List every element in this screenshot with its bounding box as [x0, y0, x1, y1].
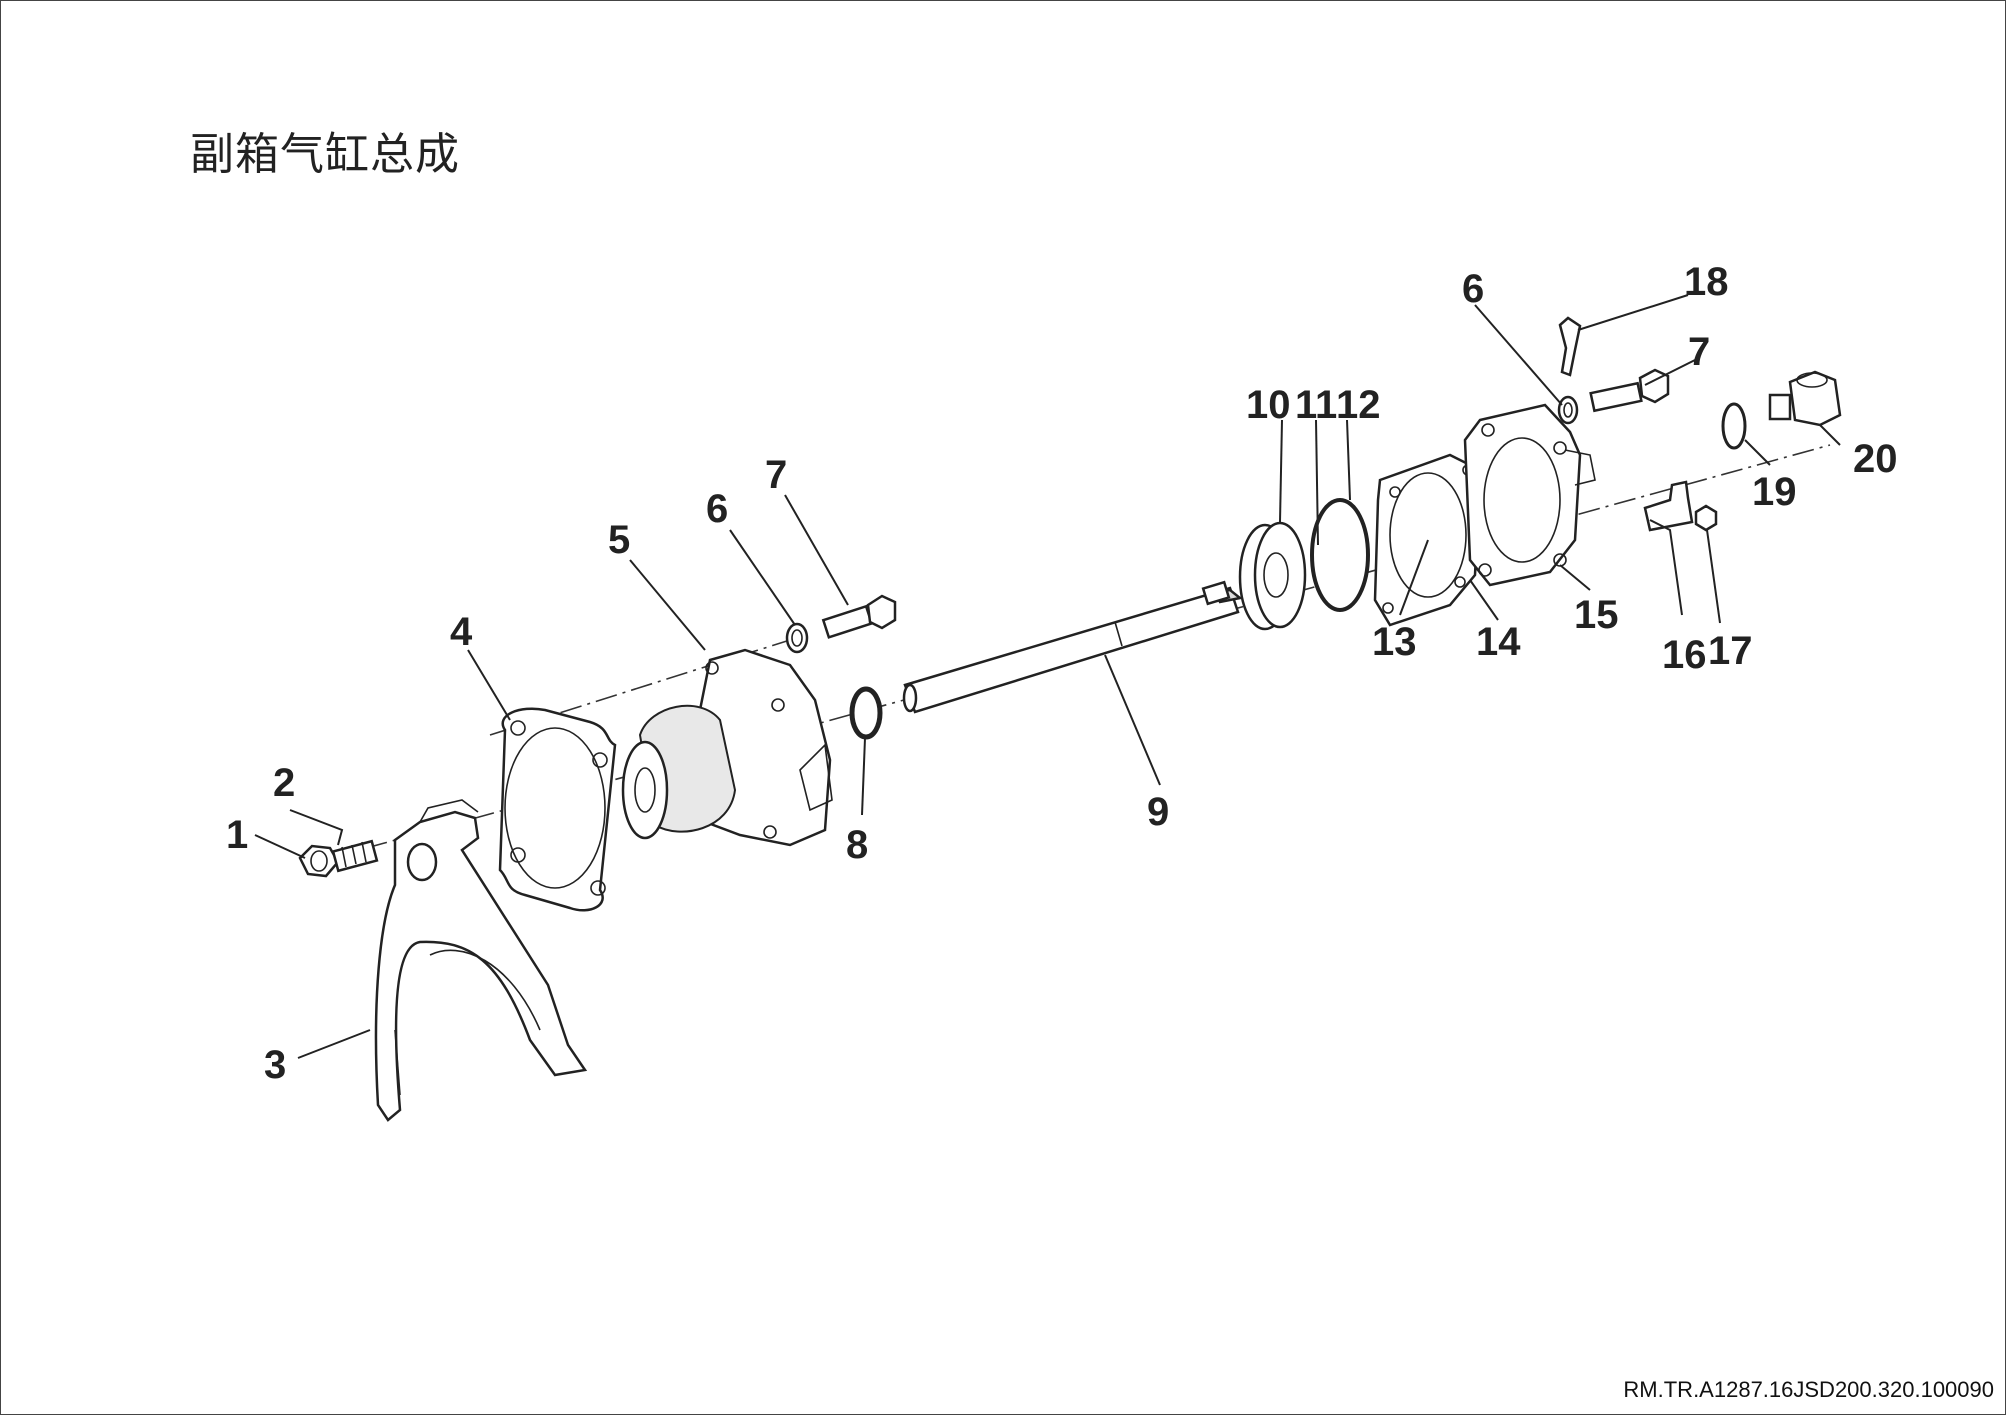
callout-14: 14 [1476, 620, 1521, 664]
part-7-bolt-right [1589, 368, 1670, 413]
callout-20: 20 [1853, 437, 1898, 481]
part-12-o-ring [1310, 498, 1370, 612]
part-18-elbow-fitting [1558, 316, 1582, 377]
part-6-washer-right [1557, 395, 1579, 425]
callout-5: 5 [608, 518, 630, 562]
callout-17: 17 [1708, 629, 1753, 673]
part-16-tee-fitting [1643, 480, 1694, 532]
callout-13: 13 [1372, 620, 1417, 664]
part-15-cylinder-cover [1463, 403, 1596, 587]
part-8-o-ring [849, 686, 883, 740]
callout-1: 1 [226, 813, 248, 857]
callout-7-right: 7 [1688, 330, 1710, 374]
part-19-o-ring [1721, 402, 1747, 450]
part-6-washer-left [785, 622, 809, 654]
callout-12: 12 [1336, 383, 1381, 427]
callout-16: 16 [1662, 633, 1707, 677]
callout-3: 3 [264, 1043, 286, 1087]
callout-8: 8 [846, 823, 868, 867]
callout-9: 9 [1147, 790, 1169, 834]
callout-19: 19 [1752, 470, 1797, 514]
diagram-title: 副箱气缸总成 [190, 129, 460, 180]
callout-7-left: 7 [765, 453, 787, 497]
document-code: RM.TR.A1287.16JSD200.320.100090 [1623, 1377, 1994, 1402]
callout-11: 11 [1295, 383, 1337, 427]
callout-15: 15 [1574, 593, 1619, 637]
part-9-piston-shaft [902, 580, 1243, 714]
part-17-plug [1694, 504, 1718, 532]
part-20-switch [1768, 370, 1842, 427]
part-3-shift-fork [374, 799, 588, 1122]
callout-6-right: 6 [1462, 267, 1484, 311]
callout-2: 2 [273, 761, 295, 805]
part-7-bolt-left [821, 594, 897, 639]
callout-10: 10 [1246, 383, 1291, 427]
part-2-bolt [331, 839, 379, 873]
callout-4: 4 [450, 610, 473, 654]
part-4-gasket [498, 707, 617, 912]
part-10-piston [1238, 521, 1307, 631]
leader-lines [254, 294, 1841, 1059]
part-5-cylinder-housing [621, 648, 833, 847]
callout-6-left: 6 [706, 487, 728, 531]
callout-18: 18 [1684, 260, 1729, 304]
